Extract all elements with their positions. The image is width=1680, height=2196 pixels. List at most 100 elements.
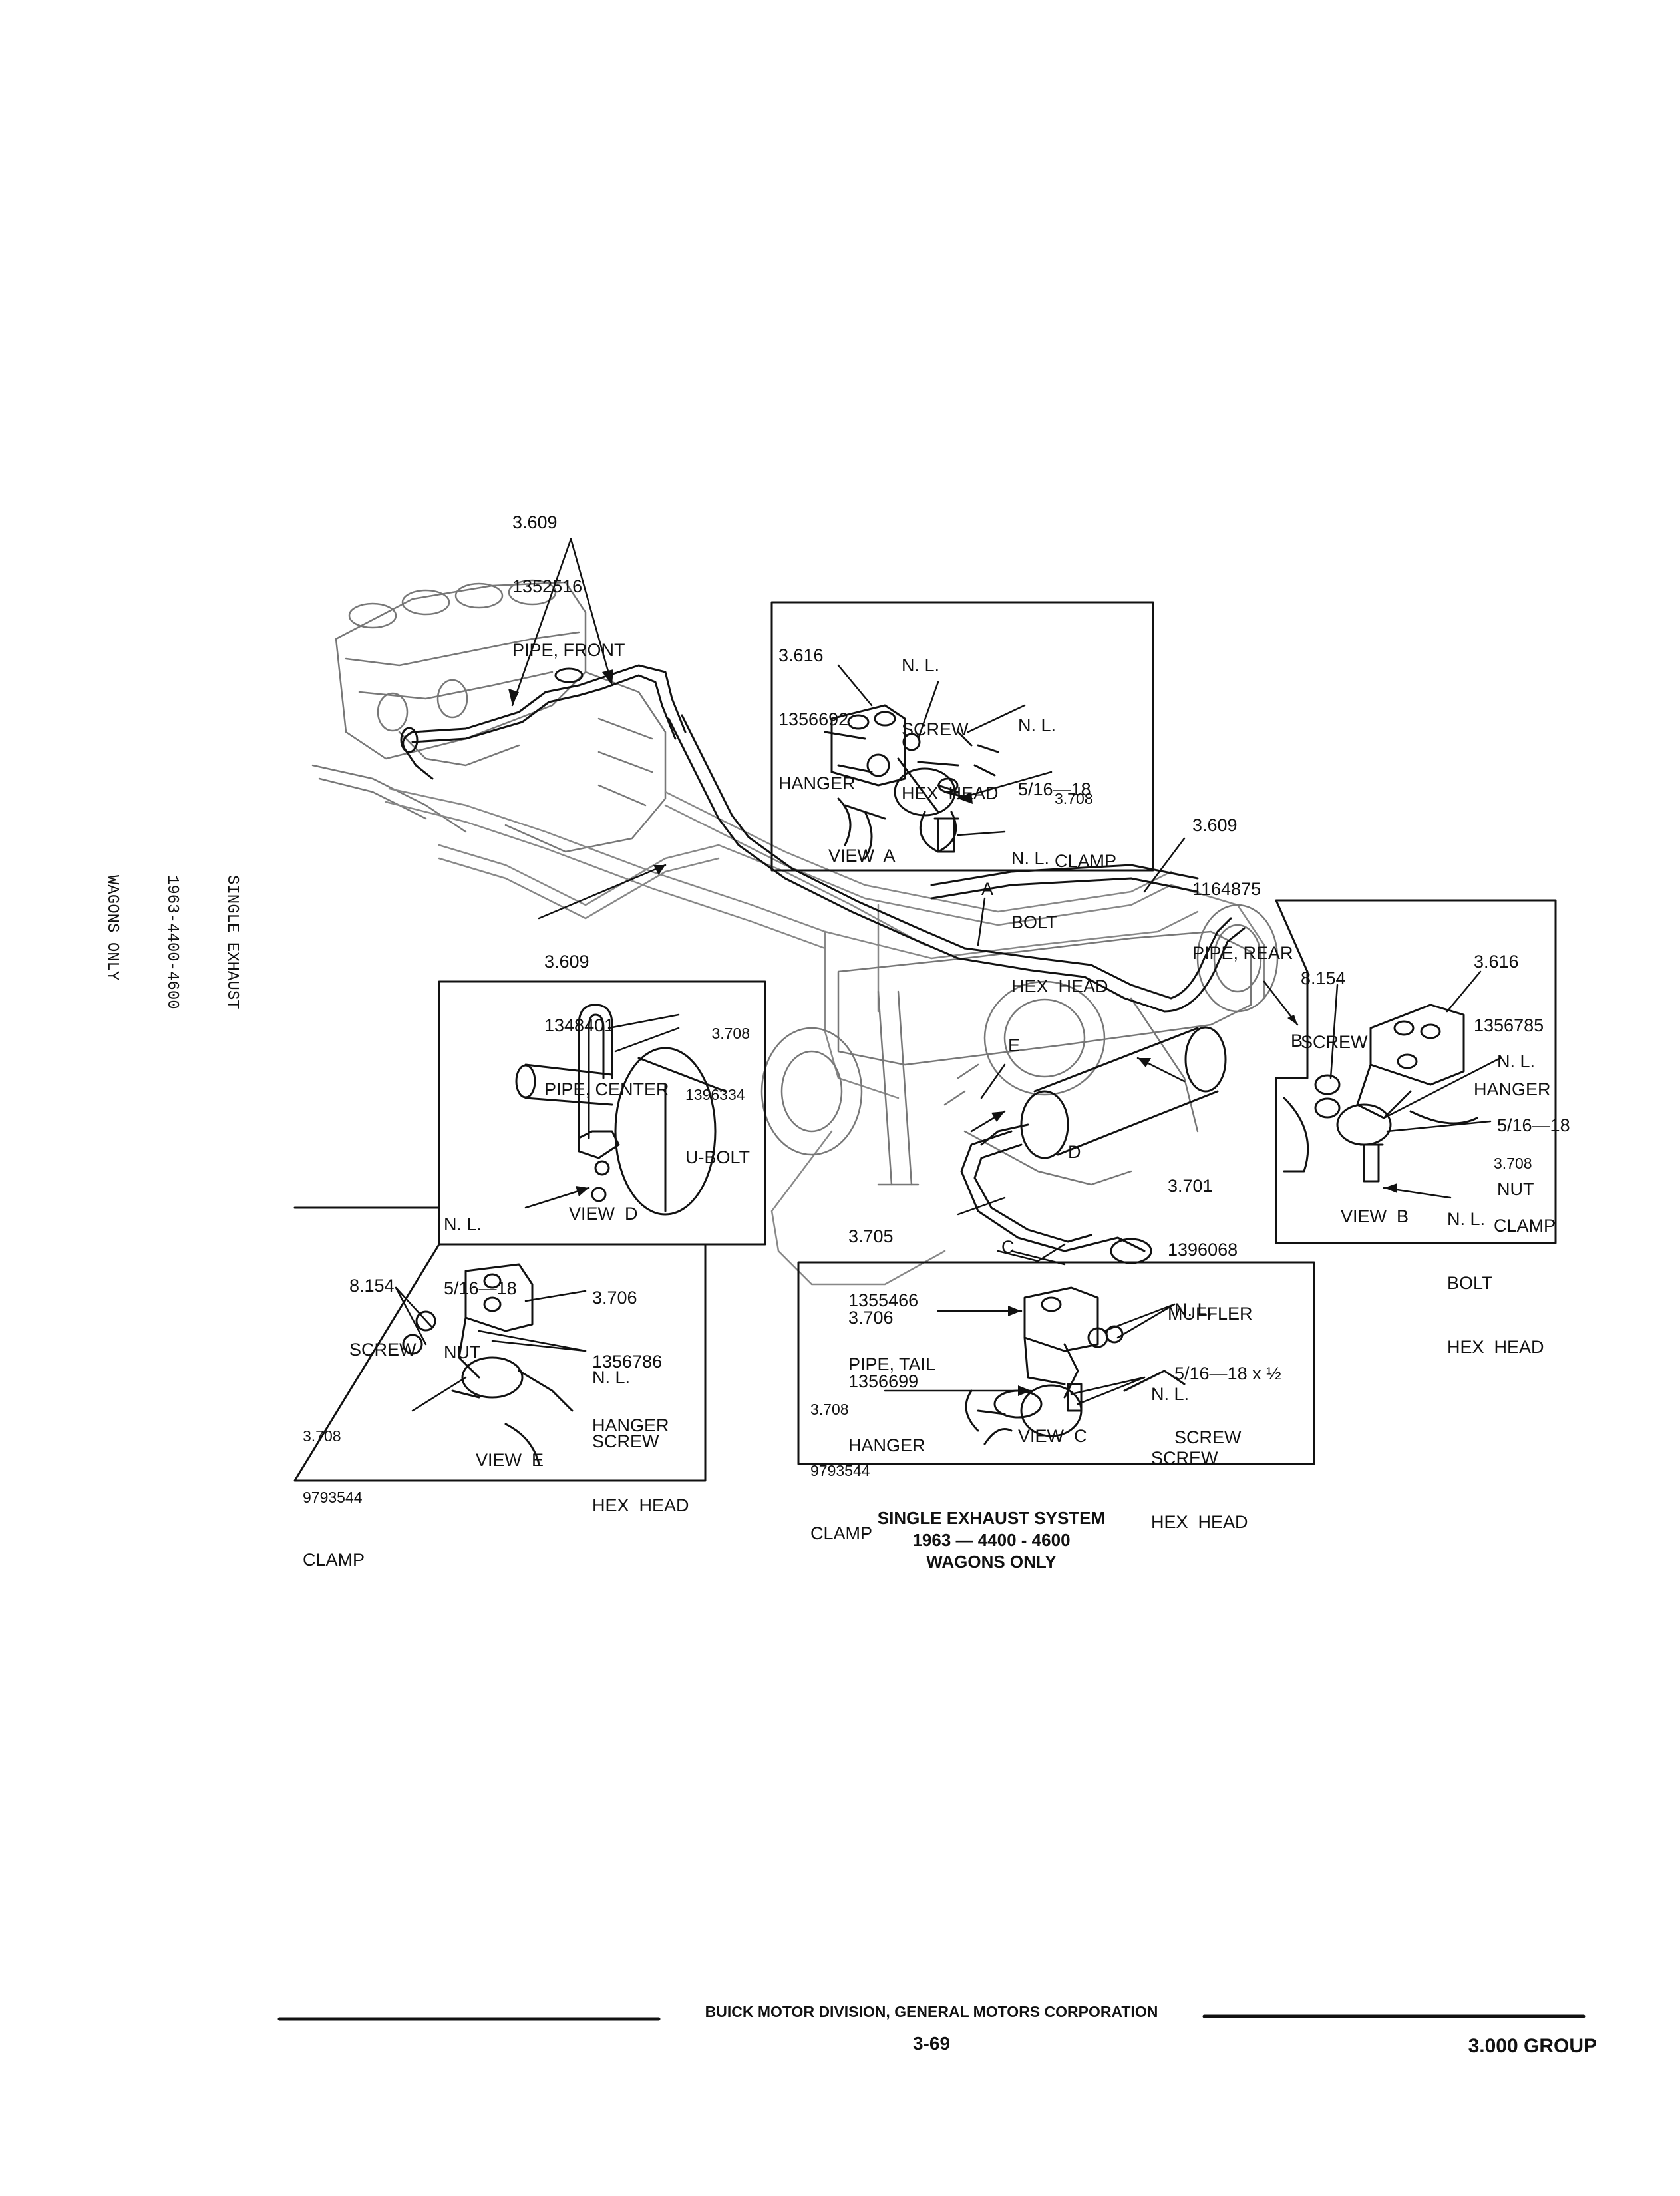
part-name: PIPE, TAIL: [848, 1354, 936, 1374]
part-group: 3.616: [778, 645, 824, 665]
part-name: SCREW: [1301, 1032, 1368, 1052]
side-label: SINGLE EXHAUST 1963-4400-4600 WAGONS ONL…: [103, 875, 281, 1055]
part-group: 3.708: [303, 1427, 341, 1445]
view-e-marker: E: [1008, 1035, 1021, 1055]
part-name: SCREW: [592, 1431, 659, 1451]
part-group: 3.706: [848, 1308, 894, 1328]
part-name: PIPE, REAR: [1192, 943, 1293, 963]
part-group: 3.708: [711, 1025, 751, 1042]
view-e-hanger-label: 3.706 1356786 HANGER: [592, 1244, 669, 1457]
view-boxes: [293, 601, 1557, 1482]
view-d-marker: D: [1068, 1142, 1081, 1162]
part-group: 3.701: [1168, 1176, 1213, 1196]
part-name: HANGER: [848, 1435, 925, 1455]
view-a-hanger-drawing: [824, 704, 999, 860]
view-d-frame: [438, 980, 766, 1246]
side-label-line: SINGLE EXHAUST: [223, 875, 241, 1009]
part-number: 1356692: [778, 709, 849, 729]
view-c-title: VIEW C: [1018, 1426, 1087, 1446]
view-a-bolt-label: N. L. BOLT HEX HEAD: [1011, 805, 1108, 1018]
side-label-line: WAGONS ONLY: [103, 875, 121, 981]
footer-page-number: 3-69: [912, 2033, 951, 2054]
part-name: U-BOLT: [685, 1147, 751, 1167]
part-name: SCREW: [902, 719, 969, 739]
part-number: 1355466: [848, 1290, 919, 1310]
front-pipe-callout: 3.609 1352516 PIPE, FRONT: [512, 469, 625, 682]
view-a-screw-label: N. L. SCREW HEX HEAD: [902, 612, 999, 825]
part-group: 3.609: [1192, 815, 1238, 835]
part-name: HEX HEAD: [1011, 976, 1108, 996]
footer-group: 3.000 GROUP: [1468, 2035, 1597, 2057]
part-group: 8.154: [349, 1276, 395, 1296]
part-name: NUT: [1497, 1179, 1534, 1199]
view-e-hex-screw-label: N. L. SCREW HEX HEAD: [592, 1324, 689, 1537]
part-size: 5/16—18 x ½: [1174, 1364, 1281, 1383]
footer-organization: BUICK MOTOR DIVISION, GENERAL MOTORS COR…: [705, 2003, 1158, 2020]
view-b-marker: B: [1291, 1031, 1303, 1051]
view-d-title: VIEW D: [569, 1204, 638, 1224]
part-group: 8.154: [1301, 968, 1346, 988]
part-name: HANGER: [1474, 1079, 1551, 1099]
part-name: CLAMP: [1494, 1216, 1556, 1236]
part-number: 9793544: [303, 1489, 363, 1506]
part-name: PIPE, FRONT: [512, 640, 625, 660]
center-pipe-callout: 3.609 1348401 PIPE, CENTER: [544, 908, 669, 1121]
view-c-hex-screw-label: N. L. SCREW HEX HEAD: [1151, 1341, 1248, 1554]
rear-axle-drawing: [760, 904, 1279, 1186]
view-c-small-screw-label: N. L. 5/16—18 x ½ SCREW: [1174, 1256, 1281, 1469]
view-b-hanger-label: 3.616 1356785 HANGER: [1474, 908, 1551, 1121]
center-pipe-drawing: [667, 714, 966, 960]
view-b-bolt-label: N. L. BOLT HEX HEAD: [1447, 1166, 1544, 1379]
diagram-caption: SINGLE EXHAUST SYSTEM 1963 — 4400 - 4600…: [832, 1507, 1151, 1573]
view-a-frame: [770, 601, 1154, 872]
view-b-screw-label: 8.154 SCREW: [1301, 925, 1368, 1074]
part-name: MUFFLER: [1168, 1304, 1253, 1324]
view-a-marker: A: [981, 879, 994, 899]
part-group: N. L.: [902, 655, 940, 675]
part-group: 3.609: [512, 512, 558, 532]
view-b-title: VIEW B: [1341, 1206, 1409, 1226]
part-group: 3.705: [848, 1226, 894, 1246]
part-group: N. L.: [1497, 1051, 1536, 1071]
front-pipe-drawing: [400, 664, 687, 780]
part-group: 3.616: [1474, 952, 1519, 972]
view-b-frame: [1275, 899, 1557, 1244]
view-b-nut-label: N. L. 5/16—18 NUT: [1497, 1008, 1570, 1221]
view-c-frame: [797, 1261, 1315, 1465]
view-a-nut-label: N. L. 5/16—18: [1018, 672, 1091, 821]
view-c-hanger-label: 3.706 1356699 HANGER: [848, 1264, 925, 1477]
part-group: N. L.: [1018, 715, 1057, 735]
view-e-hanger-drawing: [402, 1263, 574, 1465]
leader-lines: [511, 538, 1299, 1266]
view-e-clamp-label: 3.708 9793544 CLAMP: [303, 1384, 365, 1592]
part-name: BOLT: [1447, 1273, 1493, 1293]
arrowheads: [508, 669, 1397, 1396]
part-number: 1356785: [1474, 1015, 1544, 1035]
part-size: 5/16—18: [1497, 1115, 1570, 1135]
part-group: N. L.: [592, 1368, 631, 1387]
view-e-frame: [293, 1206, 707, 1482]
rear-pipe-callout: 3.609 1164875 PIPE, REAR: [1192, 772, 1293, 985]
part-name: HEX HEAD: [902, 783, 999, 803]
part-name: CLAMP: [303, 1550, 365, 1570]
part-group: N. L.: [444, 1214, 482, 1234]
part-number: 1396334: [685, 1086, 745, 1103]
part-name: CLAMP: [1055, 851, 1117, 871]
muffler-callout: 3.701 1396068 MUFFLER: [1168, 1133, 1253, 1346]
part-group: 3.708: [810, 1401, 849, 1418]
frame-drawing: [385, 787, 1265, 1286]
part-group: N. L.: [1151, 1384, 1190, 1404]
part-name: CLAMP: [810, 1523, 873, 1543]
part-name: NUT: [444, 1342, 481, 1362]
view-c-leaders: [884, 1303, 1176, 1405]
part-size: 5/16—18: [444, 1278, 517, 1298]
part-group: N. L.: [1011, 848, 1050, 868]
part-name: HANGER: [778, 773, 856, 793]
view-a-title: VIEW A: [828, 846, 896, 866]
view-c-clamp-label: 3.708 9793544 CLAMP: [810, 1358, 872, 1565]
part-size: 5/16—18: [1018, 779, 1091, 799]
part-name: HEX HEAD: [592, 1495, 689, 1515]
part-group: 3.708: [1494, 1155, 1532, 1172]
view-b-leaders: [1329, 970, 1502, 1199]
